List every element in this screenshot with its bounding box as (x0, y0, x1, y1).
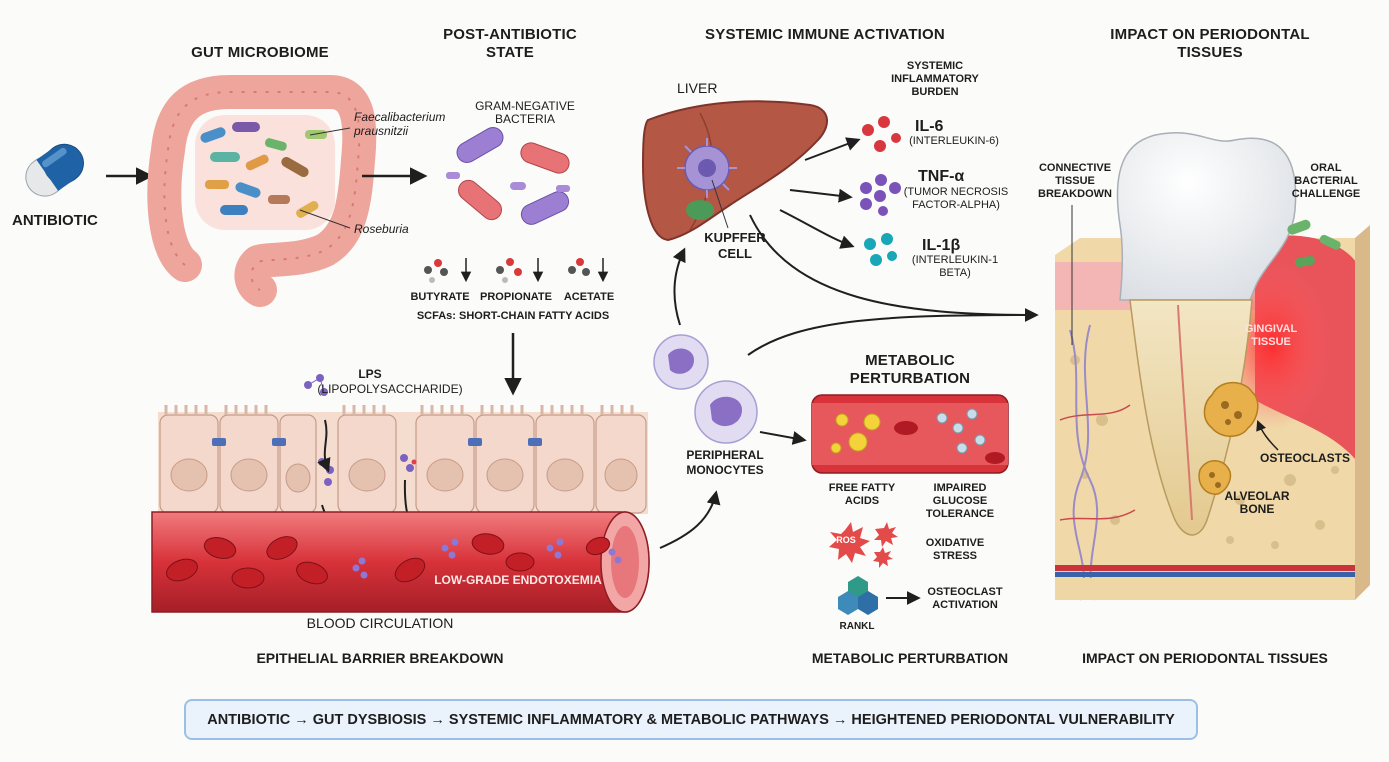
cytokine-tnf-name: TNF-α (918, 168, 965, 185)
label-butyrate: BUTYRATE (410, 291, 470, 303)
label-endotoxemia: LOW-GRADE ENDOTOXEMIA (434, 573, 602, 587)
label-osteoclast-activation: OSTEOCLAST ACTIVATION (927, 586, 1003, 611)
header-metabolic: METABOLIC PERTURBATION (849, 352, 971, 387)
rankl-icon (838, 576, 878, 615)
colon-icon (147, 75, 377, 307)
antibiotic-label: ANTIBIOTIC (12, 212, 98, 229)
arrow-monocytes-metabolic (759, 431, 807, 445)
header-post-antibiotic: POST-ANTIBIOTIC STATE (443, 26, 577, 61)
caption-epithelial: EPITHELIAL BARRIER BREAKDOWN (256, 650, 504, 666)
label-ros: ROS (836, 535, 856, 545)
metabolic-vessel-icon (811, 394, 1009, 474)
label-liver: LIVER (677, 80, 718, 96)
cytokine-tnf-full: (TUMOR NECROSIS FACTOR-ALPHA) (903, 186, 1009, 211)
label-glucose: IMPAIRED GLUCOSE TOLERANCE (925, 482, 995, 520)
arrow-liver-periodontal (749, 214, 1039, 322)
liver-icon (641, 100, 828, 242)
gram-negative-bacteria-icon (446, 127, 570, 225)
il1b-molecules-icon (864, 233, 897, 266)
il6-molecules-icon (862, 116, 901, 152)
label-systemic-burden: SYSTEMIC INFLAMMATORY BURDEN (891, 60, 979, 98)
label-blood-circulation: BLOOD CIRCULATION (306, 615, 454, 631)
ros-burst-icon (829, 522, 898, 568)
cytokine-il6-full: (INTERLEUKIN-6) (909, 135, 999, 147)
label-oral-bacterial-challenge: ORAL BACTERIAL CHALLENGE (1291, 162, 1361, 200)
label-rankl: RANKL (839, 621, 875, 632)
arrow-liver-il1b (779, 209, 855, 249)
arrow-lps-crossing (317, 419, 331, 473)
arrow-monocytes-periodontal (747, 314, 1037, 356)
label-alveolar-bone: ALVEOLAR BONE (1224, 489, 1290, 516)
header-gut-microbiome: GUT MICROBIOME (191, 44, 329, 61)
cytokine-il1b-full: (INTERLEUKIN-1 BETA) (911, 254, 999, 279)
label-osteoclasts: OSTEOCLASTS (1259, 451, 1350, 465)
header-impact-periodontal: IMPACT ON PERIODONTAL TISSUES (1110, 26, 1310, 61)
epithelial-cells-icon (158, 405, 648, 514)
faecali-pointer (309, 127, 351, 136)
cytokine-il1b-name: IL-1β (922, 237, 961, 254)
arrow-liver-il6 (804, 137, 861, 161)
arrow-osteoclasts (1256, 420, 1279, 451)
label-lps-full: (LIPOPOLYSACCHARIDE) (317, 382, 463, 396)
label-lps: LPS (358, 367, 382, 381)
label-gingival-tissue: GINGIVAL TISSUE (1244, 323, 1298, 348)
label-peripheral-monocytes: PERIPHERAL MONOCYTES (686, 448, 764, 477)
label-roseburia: Roseburia (354, 222, 409, 236)
tooth-icon (1116, 132, 1297, 536)
header-systemic-immune: SYSTEMIC IMMUNE ACTIVATION (705, 26, 945, 43)
lps-molecule-icon (304, 374, 328, 396)
caption-metabolic: METABOLIC PERTURBATION (811, 650, 1009, 666)
caption-impact: IMPACT ON PERIODONTAL TISSUES (1082, 650, 1328, 666)
arrow-liver-tnf (789, 188, 853, 203)
summary-banner: ANTIBIOTIC → GUT DYSBIOSIS → SYSTEMIC IN… (184, 699, 1198, 740)
osteoclast-cell-icon (1198, 381, 1259, 495)
label-oxidative-stress: OXIDATIVE STRESS (925, 537, 985, 562)
tnf-molecules-icon (860, 174, 901, 216)
label-faecalibacterium: Faecalibacterium prausnitzii (354, 110, 446, 138)
scfa-molecules-icon (424, 258, 609, 283)
arrow-blood-monocytes (659, 490, 721, 549)
label-connective-tissue: CONNECTIVE TISSUE BREAKDOWN (1038, 162, 1112, 200)
cytokine-il6-name: IL-6 (915, 118, 944, 135)
label-kupffer-cell: KUPFFER CELL (704, 230, 766, 261)
label-scfa-caption: SCFAs: SHORT-CHAIN FATTY ACIDS (416, 310, 610, 322)
label-acetate: ACETATE (563, 291, 615, 303)
arrow-monocytes-liver (672, 247, 686, 326)
oral-bacteria-icon (1287, 219, 1341, 268)
roseburia-pointer (299, 209, 351, 229)
label-gram-negative: GRAM-NEGATIVE BACTERIA (475, 99, 575, 126)
blood-vessel-icon (151, 511, 650, 613)
label-ffa: FREE FATTY ACIDS (828, 482, 896, 507)
monocytes-icon (653, 334, 758, 444)
antibiotic-capsule-icon (25, 143, 84, 197)
label-propionate: PROPIONATE (480, 291, 552, 303)
